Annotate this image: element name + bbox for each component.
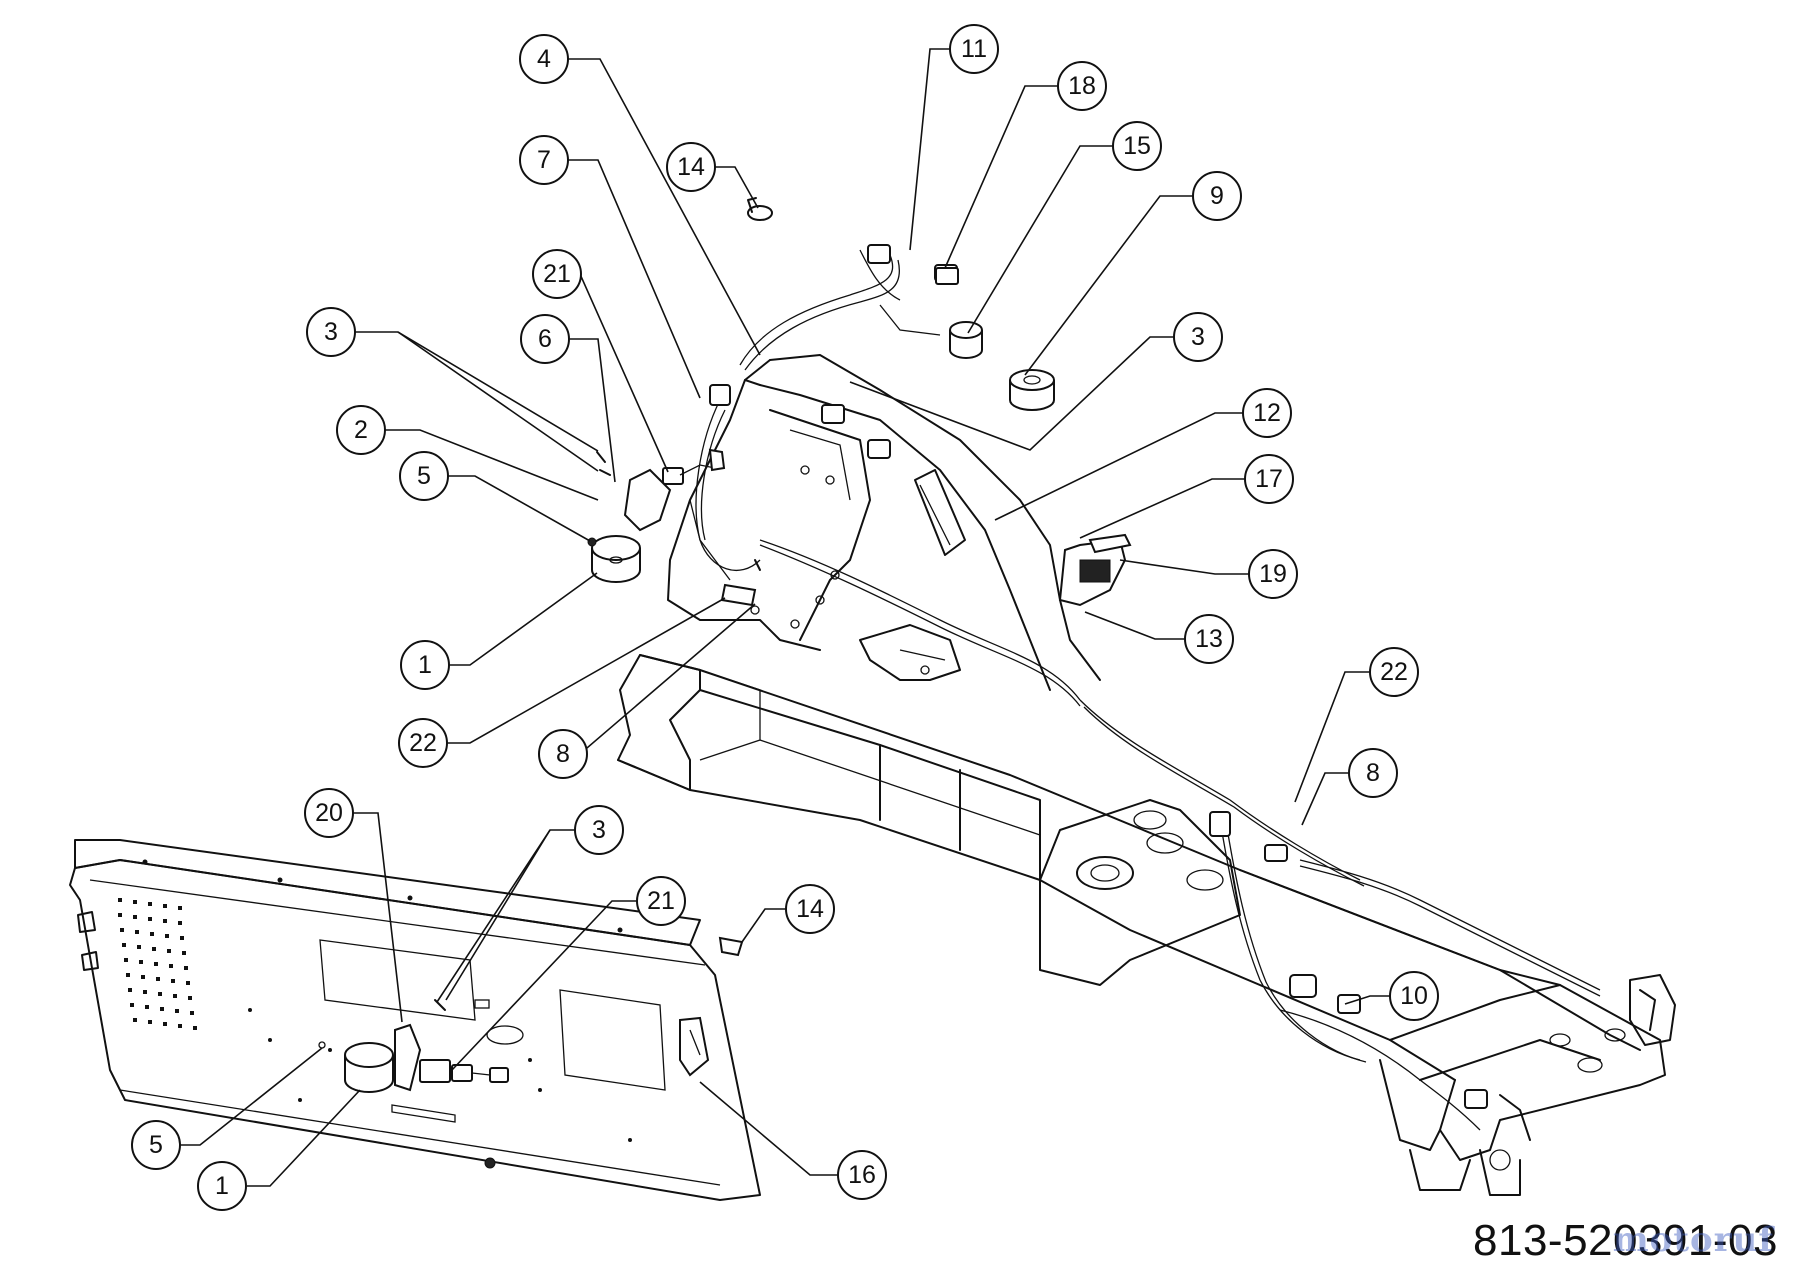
svg-text:22: 22 <box>409 729 437 757</box>
callout-4[interactable]: 4 <box>519 34 569 84</box>
callout-15[interactable]: 15 <box>1112 121 1162 171</box>
callout-22[interactable]: 22 <box>398 718 448 768</box>
callout-3[interactable]: 3 <box>306 307 356 357</box>
callout-8[interactable]: 8 <box>1348 748 1398 798</box>
callout-21[interactable]: 21 <box>532 249 582 299</box>
svg-text:2: 2 <box>354 416 368 444</box>
callout-11[interactable]: 11 <box>949 24 999 74</box>
svg-text:8: 8 <box>1366 759 1380 787</box>
callout-1[interactable]: 1 <box>197 1161 247 1211</box>
callout-22[interactable]: 22 <box>1369 647 1419 697</box>
leader-lines <box>180 48 1390 1187</box>
part-14-grommet-upper <box>747 197 773 221</box>
svg-text:15: 15 <box>1123 132 1151 160</box>
callout-9[interactable]: 9 <box>1192 171 1242 221</box>
svg-text:14: 14 <box>677 153 705 181</box>
callout-19[interactable]: 19 <box>1248 549 1298 599</box>
callout-3[interactable]: 3 <box>574 805 624 855</box>
svg-text:3: 3 <box>592 816 606 844</box>
svg-text:3: 3 <box>324 318 338 346</box>
svg-text:8: 8 <box>556 740 570 768</box>
callout-5[interactable]: 5 <box>399 451 449 501</box>
vent-grid <box>118 898 197 1030</box>
svg-text:13: 13 <box>1195 625 1223 653</box>
callout-20[interactable]: 20 <box>304 788 354 838</box>
svg-text:1: 1 <box>418 651 432 679</box>
callout-8[interactable]: 8 <box>538 729 588 779</box>
svg-text:6: 6 <box>538 325 552 353</box>
callout-12[interactable]: 12 <box>1242 388 1292 438</box>
callout-2[interactable]: 2 <box>336 405 386 455</box>
svg-text:1: 1 <box>215 1172 229 1200</box>
svg-text:19: 19 <box>1259 560 1287 588</box>
svg-text:14: 14 <box>796 895 824 923</box>
part-18-connector <box>935 267 959 285</box>
small-bolt-parts <box>720 559 800 629</box>
svg-text:5: 5 <box>149 1131 163 1159</box>
callout-1[interactable]: 1 <box>400 640 450 690</box>
svg-text:21: 21 <box>647 887 675 915</box>
svg-text:10: 10 <box>1400 982 1428 1010</box>
part-15-socket <box>949 321 983 359</box>
svg-text:3: 3 <box>1191 323 1205 351</box>
callout-3[interactable]: 3 <box>1173 312 1223 362</box>
watermark: motoruf <box>1612 1220 1774 1260</box>
callout-18[interactable]: 18 <box>1057 61 1107 111</box>
part-9-cylinder <box>1009 369 1055 411</box>
callout-17[interactable]: 17 <box>1244 454 1294 504</box>
dash-panel <box>69 839 761 1201</box>
part-14-grommet-lower <box>718 936 744 957</box>
callout-14[interactable]: 14 <box>785 884 835 934</box>
callout-21[interactable]: 21 <box>636 876 686 926</box>
callout-5[interactable]: 5 <box>131 1120 181 1170</box>
wiring-harness <box>695 249 1601 1131</box>
callout-16[interactable]: 16 <box>837 1150 887 1200</box>
svg-text:4: 4 <box>537 45 551 73</box>
callout-7[interactable]: 7 <box>519 135 569 185</box>
svg-text:18: 18 <box>1068 72 1096 100</box>
svg-text:22: 22 <box>1380 658 1408 686</box>
svg-text:16: 16 <box>848 1161 876 1189</box>
svg-text:9: 9 <box>1210 182 1224 210</box>
callout-10[interactable]: 10 <box>1389 971 1439 1021</box>
switch-assembly <box>1058 533 1132 607</box>
svg-text:5: 5 <box>417 462 431 490</box>
callout-6[interactable]: 6 <box>520 314 570 364</box>
drawing-number: 813-520391-03 <box>1473 1216 1778 1265</box>
svg-text:21: 21 <box>543 260 571 288</box>
callout-13[interactable]: 13 <box>1184 614 1234 664</box>
callout-14[interactable]: 14 <box>666 142 716 192</box>
svg-text:20: 20 <box>315 799 343 827</box>
chassis-frame <box>617 654 1676 1196</box>
svg-text:17: 17 <box>1255 465 1283 493</box>
callouts: 1 1 2 3 3 3 4 5 5 6 7 8 8 9 10 11 12 13 … <box>131 24 1439 1211</box>
svg-text:7: 7 <box>537 146 551 174</box>
svg-text:11: 11 <box>961 35 987 63</box>
svg-text:12: 12 <box>1253 399 1281 427</box>
ignition-assembly-upper <box>587 448 726 583</box>
